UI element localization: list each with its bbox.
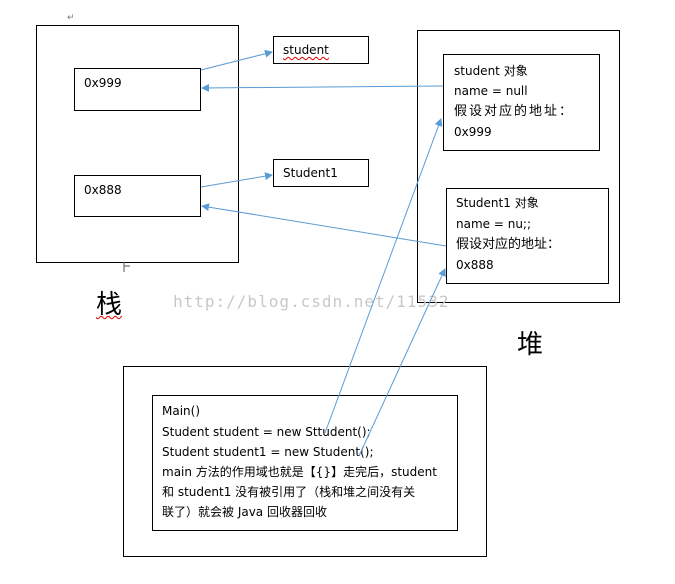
heap-object-1-addr: 0x999 bbox=[454, 125, 492, 139]
return-mark: ↵ bbox=[67, 13, 75, 23]
stack-ref-box-2: 0x888 bbox=[74, 175, 201, 217]
var-name-1: student bbox=[283, 43, 329, 57]
code-line-6: 联了）就会被 Java 回收器回收 bbox=[162, 505, 327, 519]
code-box: Main() Student student = new Sttudent();… bbox=[152, 395, 458, 531]
stack-ref-box-1: 0x999 bbox=[74, 68, 201, 111]
code-line-1: Main() bbox=[162, 404, 201, 418]
heap-object-1-title: student 对象 bbox=[454, 64, 528, 78]
stack-label: 栈 bbox=[96, 290, 123, 320]
var-name-box-1: student bbox=[273, 36, 369, 64]
heap-object-1-field: name = null bbox=[454, 84, 528, 98]
heap-object-2-title: Student1 对象 bbox=[456, 196, 539, 210]
arrow-obj2-to-ref2 bbox=[201, 203, 447, 247]
code-line-3: Student student1 = new Student(); bbox=[162, 445, 374, 459]
code-line-4: main 方法的作用域也就是【{}】走完后，student bbox=[162, 465, 437, 479]
heap-object-2-addr: 0x888 bbox=[456, 258, 494, 272]
var-name-box-2: Student1 bbox=[273, 159, 369, 187]
heap-object-2-field: name = nu;; bbox=[456, 217, 532, 231]
stack-area bbox=[36, 25, 239, 263]
arrow-ref1-to-name bbox=[200, 49, 273, 71]
heap-object-1: student 对象 name = null 假设对应的地址： 0x999 bbox=[443, 54, 600, 151]
arrow-ref2-to-name bbox=[200, 172, 273, 188]
var-name-2: Student1 bbox=[283, 166, 338, 180]
stack-ref-1: 0x999 bbox=[84, 76, 122, 90]
code-line-2: Student student = new Sttudent(); bbox=[162, 425, 371, 439]
heap-object-2-addr-label: 假设对应的地址： bbox=[456, 237, 561, 252]
heap-label: 堆 bbox=[517, 330, 544, 360]
arrow-code-to-obj2 bbox=[358, 268, 446, 457]
heap-object-2: Student1 对象 name = nu;; 假设对应的地址： 0x888 bbox=[446, 188, 609, 284]
arrow-obj1-to-ref1 bbox=[201, 83, 444, 92]
heap-object-1-addr-label: 假设对应的地址： bbox=[454, 104, 575, 119]
code-line-5: 和 student1 没有被引用了（栈和堆之间没有关 bbox=[162, 485, 416, 499]
stack-ref-2: 0x888 bbox=[84, 183, 122, 197]
watermark: http://blog.csdn.net/11532 bbox=[173, 292, 450, 311]
arrow-code-to-obj1 bbox=[324, 118, 443, 434]
